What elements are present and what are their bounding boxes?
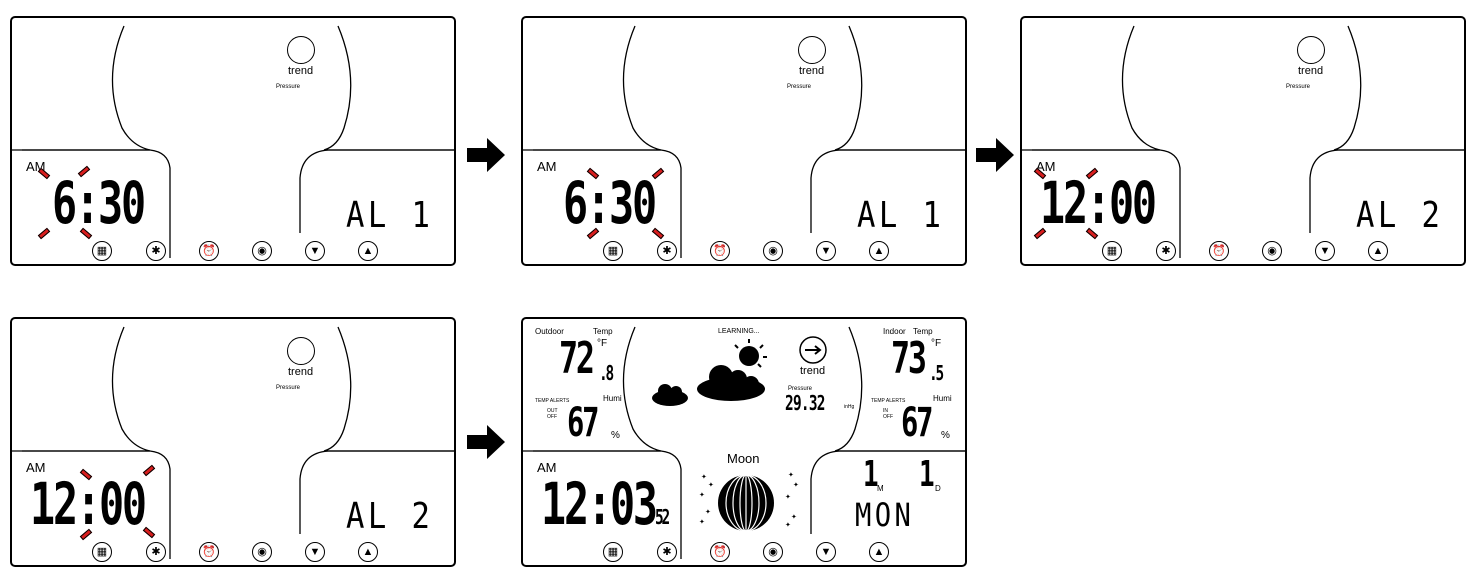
pressure-unit: inHg xyxy=(844,405,854,410)
up-arrow-icon[interactable]: ▲ xyxy=(869,241,889,261)
up-arrow-icon[interactable]: ▲ xyxy=(869,542,889,562)
gear-icon[interactable]: ✱ xyxy=(146,542,166,562)
display-panel-final: ✦✦✦ ✦✦✦ ✦✦✦ ✦ Outdoor Temp 72 .8 °F Humi… xyxy=(521,317,967,567)
indoor-humi-value: 67 xyxy=(901,403,931,443)
indoor-humi-label: Humi xyxy=(933,395,952,403)
svg-text:✦: ✦ xyxy=(701,473,707,481)
svg-text:✦: ✦ xyxy=(788,471,794,479)
down-arrow-icon[interactable]: ▼ xyxy=(1315,241,1335,261)
grid-icon[interactable]: ▦ xyxy=(92,241,112,261)
signal-icon[interactable]: ◉ xyxy=(763,241,783,261)
indoor-temp-unit: °F xyxy=(931,339,941,349)
svg-text:✦: ✦ xyxy=(793,481,799,489)
pressure-label: Pressure xyxy=(276,385,300,391)
svg-text:✦: ✦ xyxy=(791,513,797,521)
alarm-label: AL 2 xyxy=(346,499,433,535)
alarm-label: AL 1 xyxy=(346,198,433,234)
signal-icon[interactable]: ◉ xyxy=(252,542,272,562)
outdoor-temp-value: 72 xyxy=(559,337,593,381)
outdoor-temp-decimal: .8 xyxy=(599,363,612,383)
time-display: 6:30 xyxy=(52,174,144,232)
indoor-temp-decimal: .5 xyxy=(929,363,942,383)
svg-text:✦: ✦ xyxy=(708,481,714,489)
gear-icon[interactable]: ✱ xyxy=(1156,241,1176,261)
time-display: 12:00 xyxy=(30,475,145,533)
trend-indicator-icon xyxy=(287,36,315,64)
outdoor-humi-unit: % xyxy=(611,431,620,441)
display-panel-2: trend Pressure AM 6:30 AL 1 ▦ ✱ ⏰ ◉ ▼ ▲ xyxy=(521,16,967,266)
down-arrow-icon[interactable]: ▼ xyxy=(305,241,325,261)
grid-icon[interactable]: ▦ xyxy=(1102,241,1122,261)
gear-icon[interactable]: ✱ xyxy=(657,241,677,261)
pressure-label: Pressure xyxy=(276,84,300,90)
alarm-clock-icon[interactable]: ⏰ xyxy=(199,241,219,261)
moon-phase-icon xyxy=(718,475,774,531)
trend-label: trend xyxy=(288,366,313,378)
trend-indicator-icon xyxy=(287,337,315,365)
time-display: 12:03 xyxy=(541,475,656,533)
ampm-indicator: AM xyxy=(537,159,557,174)
svg-text:✦: ✦ xyxy=(785,521,791,529)
day-suffix: D xyxy=(935,485,941,493)
seconds-display: 52 xyxy=(655,507,668,527)
up-arrow-icon[interactable]: ▲ xyxy=(1368,241,1388,261)
month-suffix: M xyxy=(877,485,884,493)
svg-text:✦: ✦ xyxy=(699,491,705,499)
gear-icon[interactable]: ✱ xyxy=(657,542,677,562)
alarm-clock-icon[interactable]: ⏰ xyxy=(710,542,730,562)
learning-label: LEARNING... xyxy=(718,328,760,335)
outdoor-temp-label: Temp xyxy=(593,328,613,336)
indoor-temp-value: 73 xyxy=(891,337,925,381)
up-arrow-icon[interactable]: ▲ xyxy=(358,542,378,562)
day-display: 1 xyxy=(919,457,932,493)
grid-icon[interactable]: ▦ xyxy=(603,241,623,261)
trend-label: trend xyxy=(800,366,825,377)
trend-indicator-icon xyxy=(1297,36,1325,64)
pressure-label: Pressure xyxy=(1286,84,1310,90)
pressure-label: Pressure xyxy=(787,84,811,90)
alarm-clock-icon[interactable]: ⏰ xyxy=(199,542,219,562)
gear-icon[interactable]: ✱ xyxy=(146,241,166,261)
month-display: 1 xyxy=(863,457,876,493)
trend-label: trend xyxy=(1298,65,1323,77)
grid-icon[interactable]: ▦ xyxy=(92,542,112,562)
arrow-right-icon xyxy=(467,425,505,459)
svg-text:✦: ✦ xyxy=(785,493,791,501)
signal-icon[interactable]: ◉ xyxy=(1262,241,1282,261)
outdoor-off-label: OFF xyxy=(547,415,557,420)
trend-indicator-icon xyxy=(798,36,826,64)
trend-label: trend xyxy=(799,65,824,77)
indoor-off-label: OFF xyxy=(883,415,893,420)
moon-label: Moon xyxy=(727,452,760,465)
alarm-label: AL 2 xyxy=(1356,198,1443,234)
weather-icon xyxy=(652,339,767,406)
display-panel-3: trend Pressure AM 12:00 AL 2 ▦ ✱ ⏰ ◉ ▼ ▲ xyxy=(1020,16,1466,266)
svg-text:✦: ✦ xyxy=(705,508,711,516)
up-arrow-icon[interactable]: ▲ xyxy=(358,241,378,261)
arrow-right-icon xyxy=(467,138,505,172)
indoor-humi-unit: % xyxy=(941,431,950,441)
time-display: 12:00 xyxy=(1040,174,1155,232)
alarm-label: AL 1 xyxy=(857,198,944,234)
time-display: 6:30 xyxy=(563,174,655,232)
outdoor-temp-unit: °F xyxy=(597,339,607,349)
outdoor-humi-label: Humi xyxy=(603,395,622,403)
down-arrow-icon[interactable]: ▼ xyxy=(816,241,836,261)
outdoor-temp-alerts: TEMP ALERTS xyxy=(535,399,569,404)
outdoor-humi-value: 67 xyxy=(567,403,597,443)
down-arrow-icon[interactable]: ▼ xyxy=(305,542,325,562)
pressure-value: 29.32 xyxy=(785,393,825,413)
alarm-clock-icon[interactable]: ⏰ xyxy=(1209,241,1229,261)
alarm-clock-icon[interactable]: ⏰ xyxy=(710,241,730,261)
signal-icon[interactable]: ◉ xyxy=(763,542,783,562)
weekday-display: MON xyxy=(855,499,914,531)
trend-label: trend xyxy=(288,65,313,77)
grid-icon[interactable]: ▦ xyxy=(603,542,623,562)
display-panel-4: trend Pressure AM 12:00 AL 2 ▦ ✱ ⏰ ◉ ▼ ▲ xyxy=(10,317,456,567)
down-arrow-icon[interactable]: ▼ xyxy=(816,542,836,562)
display-panel-1: trend Pressure AM 6:30 AL 1 ▦ ✱ ⏰ ◉ ▼ ▲ xyxy=(10,16,456,266)
signal-icon[interactable]: ◉ xyxy=(252,241,272,261)
arrow-right-icon xyxy=(976,138,1014,172)
svg-text:✦: ✦ xyxy=(699,518,705,526)
